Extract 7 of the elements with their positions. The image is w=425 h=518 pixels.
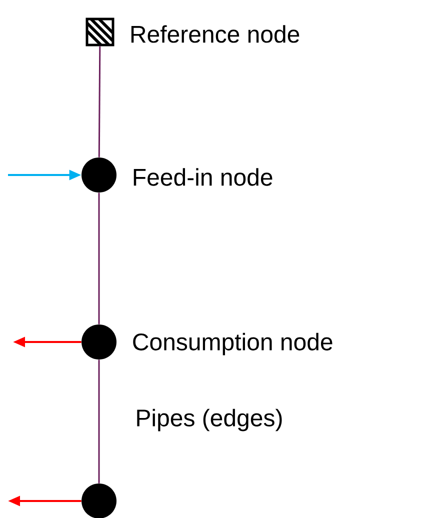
node-label: Reference node: [131, 25, 300, 43]
node-label: Consumption node: [133, 332, 332, 356]
pipe-line: [98, 46, 101, 158]
pipe-label: Pipes (edges): [137, 408, 282, 432]
node-label: Feed-in node: [134, 168, 272, 186]
pipe-line: [98, 360, 100, 484]
pipe-line: [98, 192, 100, 324]
